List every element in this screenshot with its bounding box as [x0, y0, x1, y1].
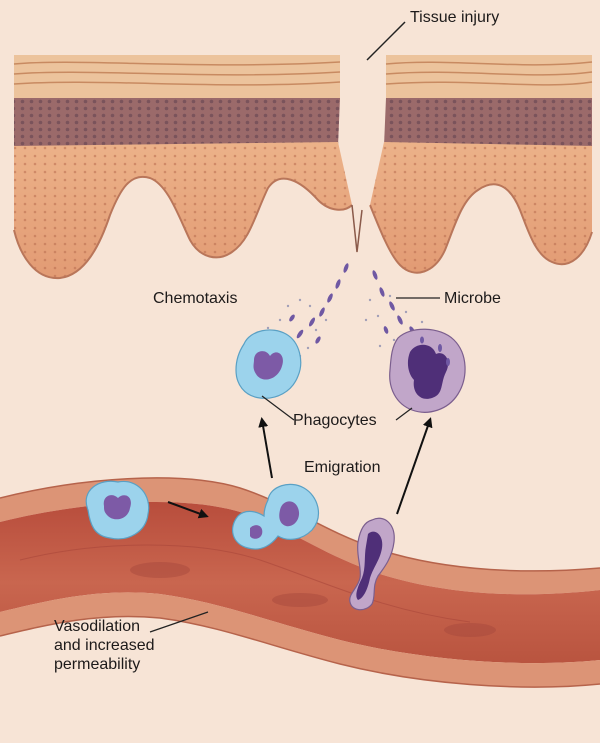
label-chemotaxis: Chemotaxis: [153, 289, 237, 308]
label-phagocytes: Phagocytes: [293, 411, 377, 430]
label-vasodilation-line-3: permeability: [54, 655, 214, 674]
label-emigration: Emigration: [304, 458, 380, 477]
neutrophil-in-vessel: [86, 481, 148, 539]
label-vasodilation-line-2: and increased: [54, 636, 214, 655]
label-microbe: Microbe: [444, 289, 501, 308]
label-vasodilation-line-1: Vasodilation: [54, 617, 214, 636]
label-vasodilation: Vasodilation and increased permeability: [54, 617, 214, 674]
label-tissue-injury: Tissue injury: [410, 8, 499, 27]
phagocyte-macrophage: [390, 329, 465, 412]
phagocyte-neutrophil: [236, 330, 301, 398]
